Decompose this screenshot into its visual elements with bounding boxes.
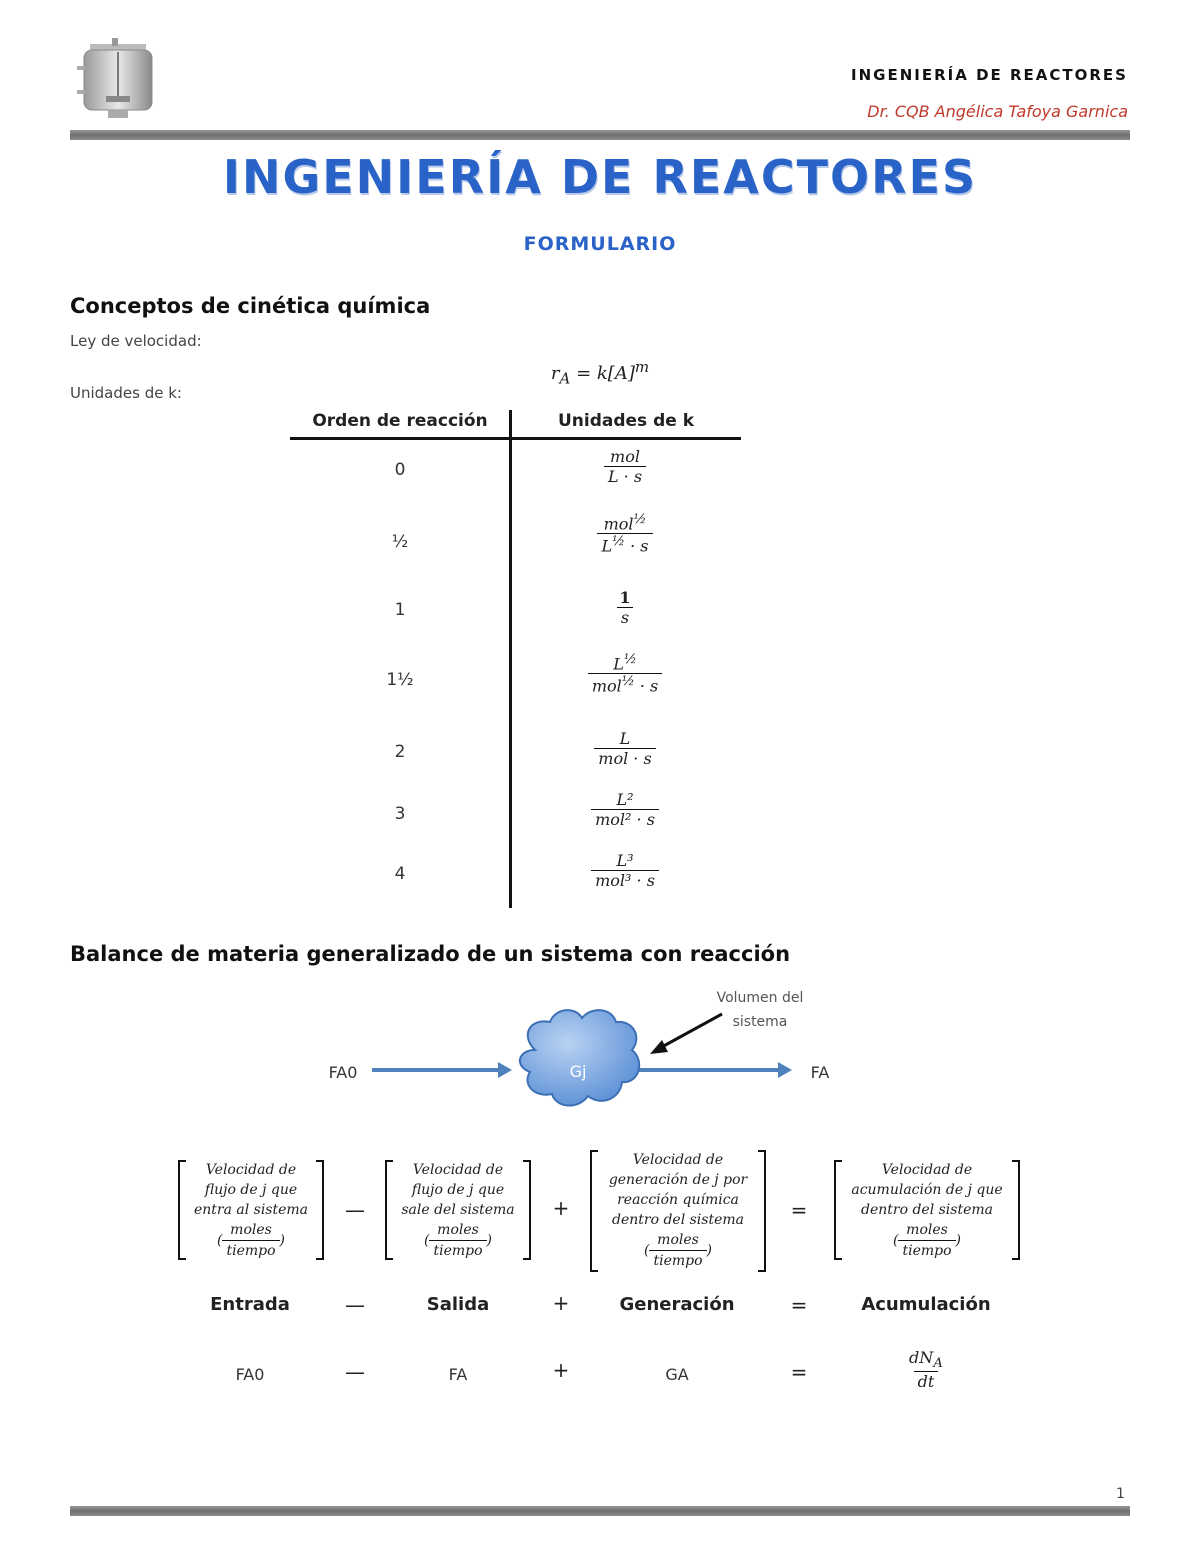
label-entrada: Entrada [210,1294,290,1315]
table-row-order: ½ [391,532,409,552]
units-label: Unidades de k: [70,384,182,402]
symbol-fa0: FA0 [235,1365,265,1384]
balance-box-outlet: Velocidad de flujo de j que sale del sis… [385,1160,531,1260]
page-number: 1 [1116,1486,1125,1502]
operator-minus-1: — [345,1198,365,1222]
subtitle: FORMULARIO [523,233,677,255]
section-heading-balance: Balance de materia generalizado de un si… [70,942,791,966]
table-row-order: 2 [394,742,406,762]
footer-rule [70,1506,1130,1516]
operator-equals-3: = [790,1360,808,1384]
section-heading-kinetics: Conceptos de cinética química [70,294,431,318]
generation-label: Gj [569,1062,587,1081]
rate-equation: rA = k[A]m [550,358,650,388]
balance-box-generation: Velocidad de generación de j por reacció… [590,1150,766,1272]
operator-minus-3: — [345,1360,365,1384]
inlet-flow-label: FA0 [328,1063,358,1082]
table-row-order: 4 [394,864,406,884]
operator-plus-2: + [552,1291,570,1315]
table-row-order: 1 [394,600,406,620]
outlet-flow-label: FA [810,1063,830,1082]
table-row-order: 3 [394,804,406,824]
label-salida: Salida [426,1294,490,1315]
operator-minus-2: — [345,1293,365,1317]
header-rule [70,130,1130,140]
table-header-order: Orden de reacción [312,411,488,431]
symbol-fa: FA [448,1365,468,1384]
table-row-order: 1½ [386,670,414,690]
operator-equals-2: = [790,1293,808,1317]
rate-law-label: Ley de velocidad: [70,332,202,350]
balance-box-inlet: Velocidad de flujo de j que entra al sis… [178,1160,324,1260]
operator-equals-1: = [790,1198,808,1222]
system-volume-label: Volumen del sistema [716,990,804,1030]
reactor-flow-diagram [320,980,840,1130]
label-generacion: Generación [619,1294,735,1315]
table-header-units: Unidades de k [557,411,695,431]
reactor-logo [72,38,162,122]
symbol-ga: GA [665,1365,689,1384]
table-header-rule [290,437,741,440]
header-title: INGENIERÍA DE REACTORES [851,66,1128,84]
table-column-divider [509,410,512,908]
header-author: Dr. CQB Angélica Tafoya Garnica [867,102,1128,121]
main-title: INGENIERÍA DE REACTORES [222,150,978,204]
operator-plus-1: + [552,1196,570,1220]
table-row-order: 0 [394,460,406,480]
operator-plus-3: + [552,1358,570,1382]
label-acumulacion: Acumulación [861,1294,991,1315]
balance-box-accumulation: Velocidad de acumulación de j que dentro… [834,1160,1020,1260]
